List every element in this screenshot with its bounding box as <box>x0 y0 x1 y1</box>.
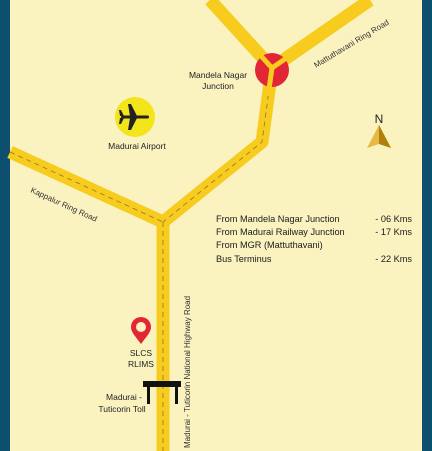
distance-value-3: - 22 Kms <box>375 254 412 264</box>
distance-value-1: - 17 Kms <box>375 227 412 237</box>
mandela-junction-label-1: Mandela Nagar <box>189 70 247 80</box>
mandela-junction-label-2: Junction <box>202 81 234 91</box>
distance-from-2: From MGR (Mattuthavani) <box>216 240 323 250</box>
toll-label-1: Madurai - <box>106 392 142 402</box>
north-arrow-icon <box>367 125 391 148</box>
airport-label: Madurai Airport <box>108 141 166 151</box>
slcs-label-1: SLCS <box>130 348 153 358</box>
road-label-tuticorin: Madurai - Tuticorin National Highway Roa… <box>183 296 192 448</box>
compass-north-label: N <box>375 112 384 126</box>
map-pin-icon <box>131 317 151 344</box>
airplane-icon <box>115 97 155 137</box>
toll-label-2: Tuticorin Toll <box>98 404 145 414</box>
distance-list: From Mandela Nagar Junction - 06 Kms Fro… <box>216 214 412 264</box>
distance-from-0: From Mandela Nagar Junction <box>216 214 340 224</box>
map-land <box>10 0 422 451</box>
distance-value-0: - 06 Kms <box>375 214 412 224</box>
distance-from-3: Bus Terminus <box>216 254 272 264</box>
toll-gate-icon <box>143 381 181 404</box>
slcs-label-2: RLIMS <box>128 359 154 369</box>
distance-from-1: From Madurai Railway Junction <box>216 227 345 237</box>
